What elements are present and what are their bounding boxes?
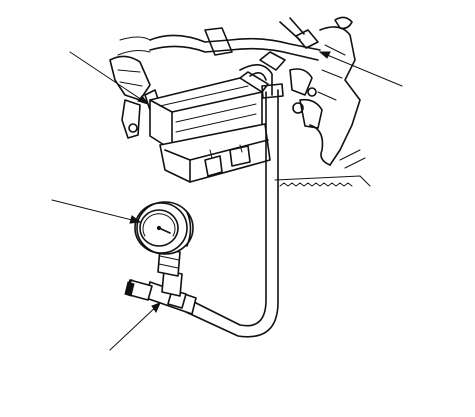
engine-assembly: [109, 16, 371, 187]
gauge-hose: [185, 83, 284, 338]
callout-leaders: [51, 51, 403, 351]
fuel-pressure-gauge: [134, 201, 194, 277]
t-fitting: [124, 269, 197, 315]
